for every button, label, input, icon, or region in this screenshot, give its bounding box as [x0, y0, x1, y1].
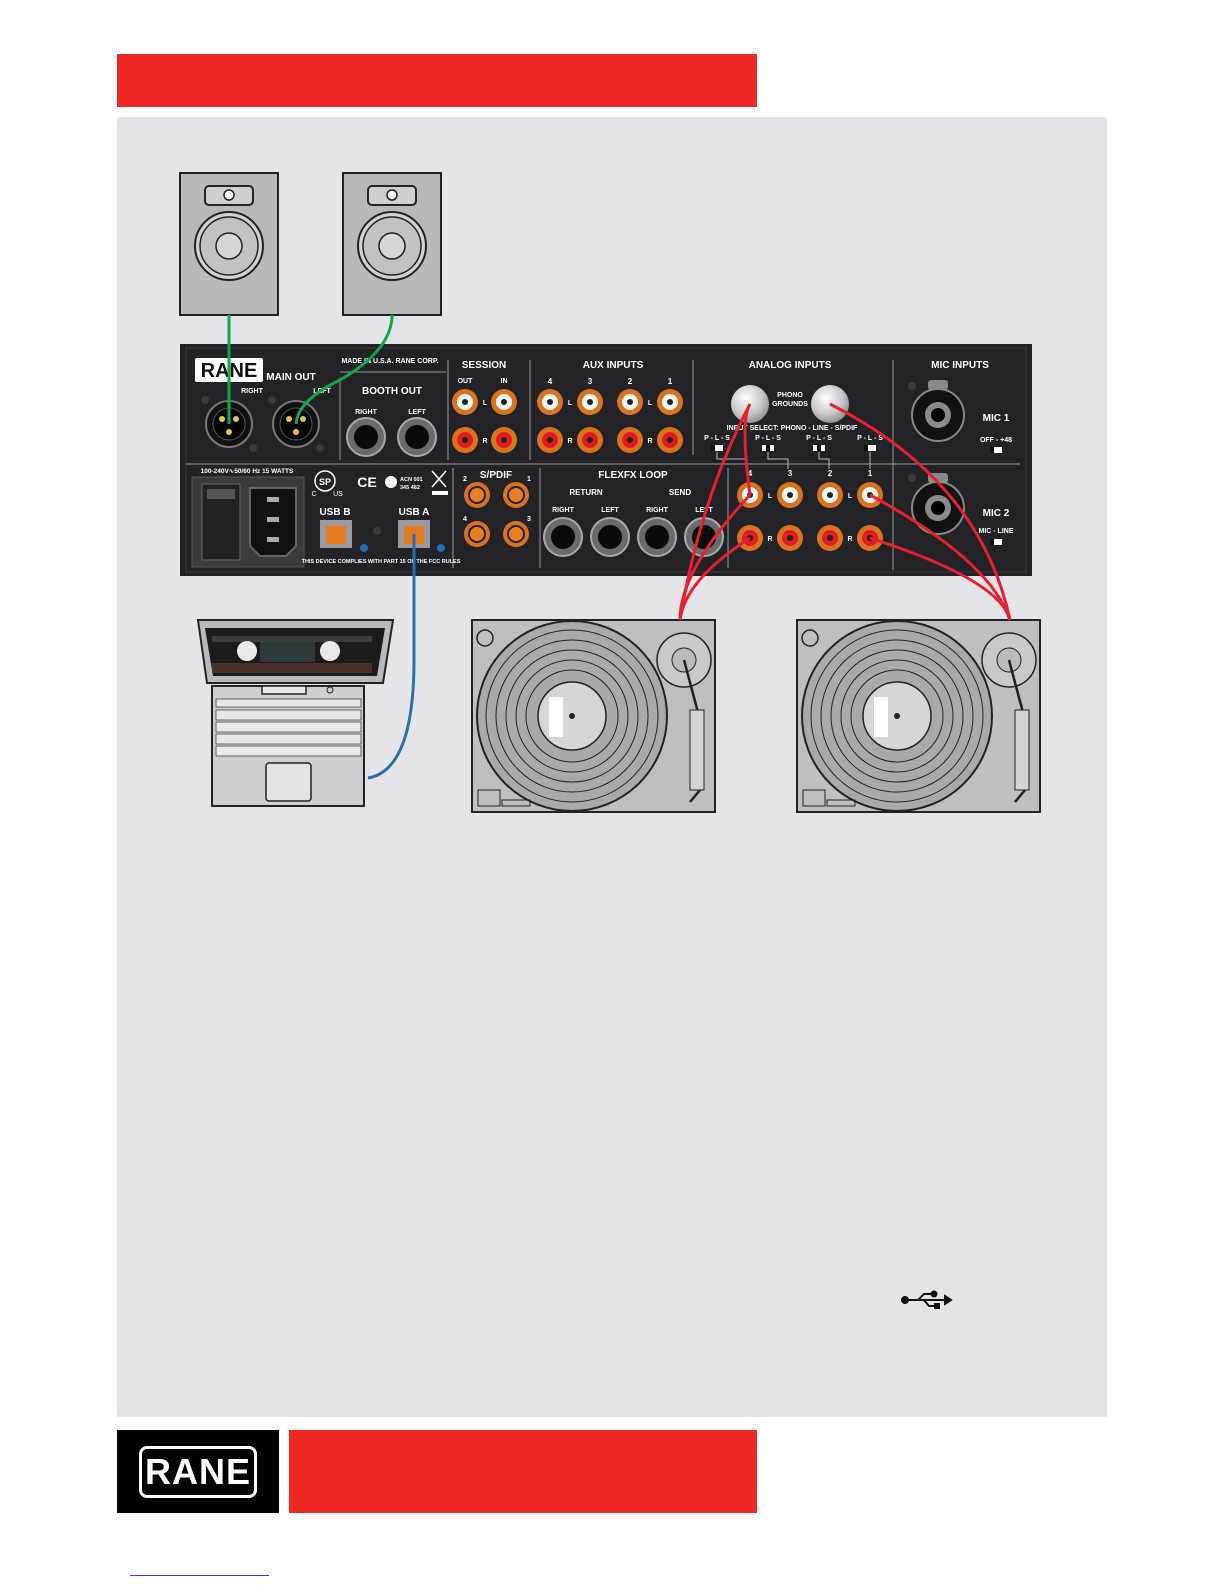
svg-text:RIGHT: RIGHT [646, 507, 669, 514]
red-rca-cables [678, 402, 1012, 621]
svg-text:LEFT: LEFT [601, 507, 619, 514]
flexfx-return: RETURN [569, 488, 603, 497]
lr-l-2: L [568, 400, 573, 407]
input-select-switches: P - L - S P - L - S P - L - S P - L - S [704, 435, 883, 469]
svg-text:P - L - S: P - L - S [806, 435, 832, 442]
svg-text:P - L - S: P - L - S [755, 435, 781, 442]
booth-right-label: RIGHT [355, 409, 378, 416]
mic2-label: MIC 2 [983, 508, 1010, 519]
mic1-switch-label: OFF - +48 [980, 437, 1012, 444]
rca-row-upper [452, 389, 683, 415]
usb-b-label: USB B [319, 507, 350, 518]
svg-text:345 482: 345 482 [400, 485, 420, 491]
cert-marks: SP C US CE ACN 001 345 482 [311, 470, 448, 498]
svg-text:4: 4 [463, 516, 467, 523]
usb-a-label: USB A [399, 507, 430, 518]
svg-text:P - L - S: P - L - S [857, 435, 883, 442]
analog-ch4: 4 [748, 469, 753, 478]
rca-row-lower [452, 427, 683, 453]
lr-r-3: R [647, 438, 652, 445]
mic1-combo-jack [908, 380, 965, 442]
grounds-label: GROUNDS [772, 401, 808, 408]
svg-text:C: C [311, 491, 316, 498]
spdif-title: S/PDIF [480, 470, 512, 481]
lr-l-1: L [483, 400, 488, 407]
mic-inputs-title: MIC INPUTS [931, 360, 989, 371]
aux-ch3: 3 [588, 377, 593, 386]
svg-text:RIGHT: RIGHT [552, 507, 575, 514]
analog-ch1: 1 [868, 469, 873, 478]
svg-text:P - L - S: P - L - S [704, 435, 730, 442]
speaker-left [342, 172, 442, 316]
blue-usb-cable [367, 534, 416, 780]
svg-text:1: 1 [527, 476, 531, 483]
green-cables [227, 314, 394, 425]
session-title: SESSION [462, 360, 506, 371]
booth-out-title: BOOTH OUT [362, 386, 422, 397]
lr-r-4: R [767, 536, 772, 543]
analog-ch2: 2 [828, 469, 833, 478]
lr-l-3: L [648, 400, 653, 407]
analog-inputs-title: ANALOG INPUTS [749, 360, 832, 371]
laptop [196, 619, 395, 807]
flexfx-title: FLEXFX LOOP [598, 470, 668, 481]
aux-ch4: 4 [548, 377, 553, 386]
input-select-label: INPUT SELECT: PHONO - LINE - S/PDIF [727, 425, 858, 432]
svg-text:US: US [333, 491, 343, 498]
svg-text:SP: SP [319, 477, 331, 487]
svg-text:ACN 001: ACN 001 [400, 477, 423, 483]
header-red-bar [117, 54, 757, 107]
analog-ch3: 3 [788, 469, 793, 478]
aux-ch2: 2 [628, 377, 633, 386]
session-out-label: OUT [458, 378, 474, 385]
mic1-label: MIC 1 [983, 413, 1010, 424]
usb-icon [901, 1290, 953, 1309]
lr-l-5: L [848, 493, 853, 500]
spdif-jacks [464, 482, 529, 547]
svg-text:2: 2 [463, 476, 467, 483]
speaker-right [179, 172, 279, 316]
turntable-right [796, 619, 1041, 813]
main-out-left-label: LEFT [313, 388, 331, 395]
aux-ch1: 1 [668, 377, 673, 386]
main-out-title: MAIN OUT [266, 372, 315, 383]
turntable-left [471, 619, 716, 813]
mic2-switch-label: MIC - LINE [979, 528, 1014, 535]
made-in-label: MADE IN U.S.A. RANE CORP. [341, 358, 438, 365]
footer-rane-logo: RANE [117, 1430, 279, 1513]
svg-text:CE: CE [357, 474, 376, 490]
lr-r-2: R [567, 438, 572, 445]
session-in-label: IN [501, 378, 508, 385]
iec-power-inlet [249, 487, 297, 557]
booth-left-label: LEFT [408, 409, 426, 416]
aux-inputs-title: AUX INPUTS [583, 360, 644, 371]
usb-b-port [320, 520, 352, 548]
lr-r-5: R [847, 536, 852, 543]
power-switch [201, 483, 241, 561]
footer-link-underline[interactable] [130, 1575, 269, 1576]
svg-text:3: 3 [527, 516, 531, 523]
mixer-rear-panel: RANE MADE IN U.S.A. RANE CORP. MAIN OUT … [180, 344, 1032, 576]
fcc-statement: THIS DEVICE COMPLIES WITH PART 15 OF THE… [302, 559, 461, 565]
main-out-right-label: RIGHT [241, 388, 264, 395]
phono-label: PHONO [777, 392, 803, 399]
svg-text:LEFT: LEFT [695, 507, 713, 514]
footer-red-bar [289, 1430, 757, 1513]
lr-l-4: L [768, 493, 773, 500]
power-rating: 100-240V∿50/60 Hz 15 WATTS [201, 468, 294, 475]
booth-jacks [346, 417, 437, 457]
footer-logo-text: RANE [144, 1451, 251, 1492]
lr-r-1: R [482, 438, 487, 445]
flexfx-send: SEND [669, 488, 691, 497]
